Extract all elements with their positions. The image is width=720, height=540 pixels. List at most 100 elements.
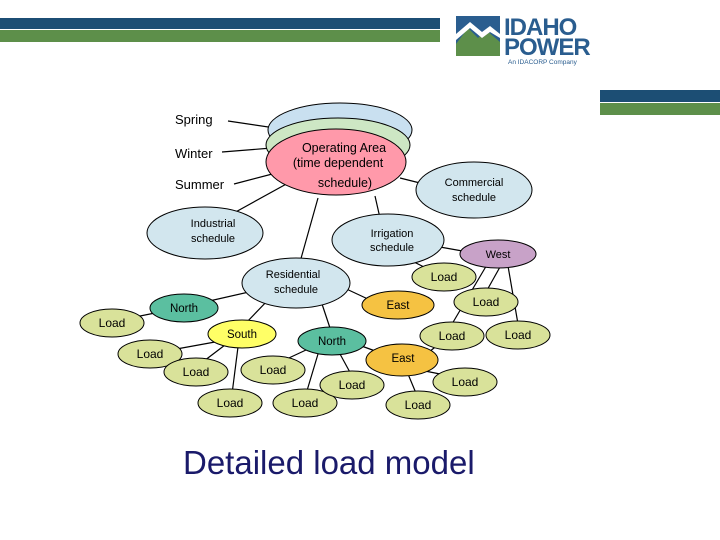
load-node: Load [453, 287, 519, 317]
industrial-node: Industrial schedule [146, 206, 264, 260]
operating-area-label-3: schedule) [318, 176, 372, 190]
logo-word-2: POWER [504, 34, 591, 61]
east-node-1: East [361, 290, 435, 320]
irrigation-node: Irrigation schedule [331, 213, 445, 267]
season-spring: Spring [175, 112, 213, 127]
irrigation-ellipse [331, 213, 445, 267]
irrigation-label-2: schedule [370, 242, 414, 254]
header-band-green-right [600, 103, 720, 115]
load-label: Load [452, 375, 479, 389]
connector-spring [227, 120, 276, 129]
connector-south-load-3 [231, 346, 239, 395]
operating-area-label-2: (time dependent [293, 156, 384, 170]
season-winter: Winter [175, 146, 213, 161]
load-ellipse [163, 357, 229, 387]
connector-winter [221, 147, 273, 153]
load-node: Load [432, 367, 498, 397]
load-ellipse [453, 287, 519, 317]
connector-oa-industrial [231, 181, 291, 215]
load-label: Load [431, 270, 458, 284]
north-1-label: North [170, 303, 198, 315]
load-label: Load [339, 378, 366, 392]
load-label: Load [99, 316, 126, 330]
commercial-label-2: schedule [452, 192, 496, 204]
idaho-power-logo: IDAHO POWER An IDACORP Company [456, 14, 596, 70]
load-ellipse [117, 339, 183, 369]
load-ellipse [411, 262, 477, 292]
load-node: Load [79, 308, 145, 338]
load-node: Load [485, 320, 551, 350]
load-label: Load [473, 295, 500, 309]
load-ellipse [272, 388, 338, 418]
load-label: Load [405, 398, 432, 412]
residential-label-2: schedule [274, 284, 318, 296]
load-node: Load [163, 357, 229, 387]
west-ellipse [459, 239, 537, 269]
load-nodes: LoadLoadLoadLoadLoadLoadLoadLoadLoadLoad… [79, 262, 551, 420]
load-ellipse [240, 355, 306, 385]
load-ellipse [485, 320, 551, 350]
commercial-label-1: Commercial [445, 177, 504, 189]
load-node: Load [411, 262, 477, 292]
north-node-1: North [149, 293, 219, 323]
load-ellipse [385, 390, 451, 420]
load-node: Load [272, 388, 338, 418]
logo-tagline: An IDACORP Company [508, 59, 577, 66]
load-label: Load [260, 363, 287, 377]
east-1-label: East [386, 300, 410, 312]
header-band-blue-right [600, 90, 720, 102]
west-node: West [459, 239, 537, 269]
operating-area-node: Operating Area (time dependent schedule) [265, 102, 413, 196]
north-1-ellipse [149, 293, 219, 323]
east-1-ellipse [361, 290, 435, 320]
north-node-2: North [297, 326, 367, 356]
load-label: Load [217, 396, 244, 410]
load-ellipse [419, 321, 485, 351]
load-ellipse [432, 367, 498, 397]
season-summer: Summer [175, 177, 225, 192]
south-node: South [207, 319, 277, 349]
commercial-ellipse [415, 161, 533, 219]
west-label: West [486, 249, 511, 261]
north-2-label: North [318, 336, 346, 348]
east-2-label: East [391, 353, 415, 365]
load-node: Load [419, 321, 485, 351]
industrial-label-2: schedule [191, 233, 235, 245]
load-node: Load [197, 388, 263, 418]
header-band-green [0, 30, 440, 42]
logo-word-1: IDAHO [504, 14, 577, 41]
industrial-label-1: Industrial [191, 218, 236, 230]
residential-label-1: Residential [266, 269, 320, 281]
connector-oa-residential [299, 197, 319, 263]
slide-title: Detailed load model [183, 444, 475, 481]
load-label: Load [292, 396, 319, 410]
south-label: South [227, 329, 257, 341]
load-ellipse [197, 388, 263, 418]
load-node: Load [385, 390, 451, 420]
east-2-ellipse [365, 343, 439, 377]
header-band-blue [0, 18, 440, 29]
connector-north2-load-2 [305, 353, 319, 395]
operating-area-label-1: Operating Area [302, 141, 386, 155]
load-node: Load [319, 370, 385, 400]
north-2-ellipse [297, 326, 367, 356]
load-ellipse [79, 308, 145, 338]
east-node-2: East [365, 343, 439, 377]
residential-ellipse [241, 257, 351, 309]
load-node: Load [240, 355, 306, 385]
load-label: Load [183, 365, 210, 379]
south-ellipse [207, 319, 277, 349]
industrial-ellipse [146, 206, 264, 260]
residential-node: Residential schedule [241, 257, 351, 309]
load-label: Load [137, 347, 164, 361]
load-label: Load [439, 329, 466, 343]
irrigation-label-1: Irrigation [371, 228, 414, 240]
commercial-node: Commercial schedule [415, 161, 533, 219]
logo-mountain-icon [456, 16, 500, 56]
operating-area-layer-front [265, 128, 407, 196]
load-node: Load [117, 339, 183, 369]
load-label: Load [505, 328, 532, 342]
load-ellipse [319, 370, 385, 400]
